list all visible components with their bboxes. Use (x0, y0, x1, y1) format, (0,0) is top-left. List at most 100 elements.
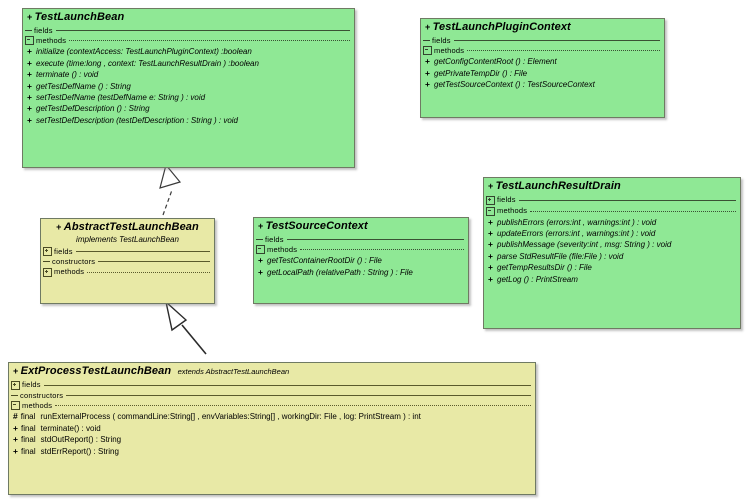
methods-compartment-header[interactable]: methods (254, 244, 468, 255)
method-signature: runExternalProcess ( commandLine:String[… (40, 412, 421, 422)
method-row[interactable]: +getPrivateTempDir () : File (421, 68, 664, 79)
method-signature: getTestDefDescription () : String (36, 104, 150, 114)
method-signature: setTestDefDescription (testDefDescriptio… (36, 115, 239, 125)
class-box-testlaunchresultdrain[interactable]: + TestLaunchResultDrain fields methods +… (483, 177, 741, 329)
fields-compartment-header[interactable]: fields (41, 246, 214, 257)
class-visibility: + (13, 366, 19, 376)
fields-compartment-header[interactable]: fields (484, 195, 740, 206)
method-row[interactable]: +updateErrors (errors:int , warnings:int… (484, 228, 740, 239)
method-signature: updateErrors (errors:int , warnings:int … (497, 228, 656, 238)
collapse-dash-icon[interactable] (11, 392, 18, 399)
class-box-abstracttestlaunchbean[interactable]: + AbstractTestLaunchBean implements Test… (40, 218, 215, 304)
method-signature: getTestSourceContext () : TestSourceCont… (434, 80, 595, 90)
method-row[interactable]: + getTempResultsDir () : File (484, 262, 740, 273)
collapse-dash-icon[interactable] (256, 236, 263, 243)
fields-compartment-header[interactable]: fields (254, 235, 468, 245)
methods-compartment-header[interactable]: methods (484, 206, 740, 217)
class-box-extprocesstestlaunchbean[interactable]: + ExtProcessTestLaunchBean extends Abstr… (8, 362, 536, 495)
fields-label: fields (22, 380, 41, 390)
methods-compartment-header[interactable]: methods (421, 45, 664, 56)
methods-compartment-header[interactable]: methods (9, 400, 535, 411)
method-signature: getLog () : PrintStream (497, 274, 578, 284)
method-visibility: + (27, 114, 32, 125)
method-row[interactable]: +execute (time:long , context: TestLaunc… (23, 58, 354, 69)
method-row[interactable]: + getTestDefName () : String (23, 81, 354, 92)
method-signature: getTestDefName () : String (36, 81, 131, 91)
expand-plus-icon[interactable] (43, 246, 52, 256)
fields-compartment-header[interactable]: fields (23, 26, 354, 36)
collapse-dash-icon[interactable] (43, 258, 50, 265)
constructors-label: constructors (20, 390, 64, 400)
collapse-dash-icon[interactable] (423, 37, 430, 44)
fields-compartment-header[interactable]: fields (9, 380, 535, 391)
methods-compartment-header[interactable]: methods (41, 267, 214, 278)
method-row[interactable]: +setTestDefName (testDefName e: String )… (23, 92, 354, 103)
method-signature: setTestDefName (testDefName e: String ) … (36, 92, 206, 102)
expand-plus-icon[interactable] (43, 267, 52, 277)
expand-plus-icon[interactable] (11, 380, 20, 390)
method-signature: getTempResultsDir () : File (497, 263, 592, 273)
collapse-minus-icon[interactable] (423, 46, 432, 56)
method-visibility: + (488, 262, 493, 273)
divider (66, 394, 531, 396)
method-row[interactable]: +getLog () : PrintStream (484, 274, 740, 285)
collapse-dash-icon[interactable] (25, 27, 32, 34)
expand-plus-icon[interactable] (486, 195, 495, 205)
divider (467, 50, 660, 52)
method-visibility: + (13, 445, 18, 456)
class-name: TestLaunchBean (34, 11, 125, 23)
method-row[interactable]: +getConfigContentRoot () : Element (421, 56, 664, 67)
method-visibility: + (27, 69, 32, 80)
collapse-minus-icon[interactable] (25, 36, 34, 46)
method-row[interactable]: + getTestDefDescription () : String (23, 103, 354, 114)
method-visibility: + (488, 250, 493, 261)
methods-label: methods (36, 35, 67, 45)
method-row[interactable]: +getTestSourceContext () : TestSourceCon… (421, 79, 664, 90)
method-signature: publishErrors (errors:int , warnings:int… (497, 217, 657, 227)
method-row[interactable]: +publishErrors (errors:int , warnings:in… (484, 217, 740, 228)
method-row[interactable]: + setTestDefDescription (testDefDescripti… (23, 115, 354, 126)
methods-compartment-header[interactable]: methods (23, 35, 354, 46)
class-title: + TestLaunchBean (23, 9, 354, 26)
method-modifier: final (20, 435, 36, 445)
constructors-compartment-header[interactable]: constructors (9, 391, 535, 401)
method-signature: getConfigContentRoot () : Element (434, 57, 557, 67)
collapse-minus-icon[interactable] (486, 206, 495, 216)
divider (75, 250, 210, 252)
class-box-testsourcecontext[interactable]: + TestSourceContext fields methods +getT… (253, 217, 469, 304)
divider (518, 199, 736, 201)
fields-label: fields (265, 234, 284, 244)
method-visibility: + (27, 103, 32, 114)
fields-compartment-header[interactable]: fields (421, 36, 664, 46)
method-row[interactable]: +getLocalPath (relativePath : String ) :… (254, 267, 468, 278)
methods-label: methods (54, 267, 85, 277)
method-row[interactable]: +final stdErrReport() : String (9, 446, 535, 457)
method-row[interactable]: +parse StdResultFile (file:File ) : void (484, 251, 740, 262)
fields-label: fields (54, 246, 73, 256)
method-row[interactable]: +publishMessage (severity:int , msg: Str… (484, 239, 740, 250)
method-row[interactable]: +terminate () : void (23, 69, 354, 80)
methods-label: methods (434, 45, 465, 55)
method-signature: getPrivateTempDir () : File (434, 68, 528, 78)
collapse-minus-icon[interactable] (256, 245, 265, 255)
method-row[interactable]: +getTestContainerRootDir () : File (254, 255, 468, 266)
divider (286, 238, 464, 240)
method-row[interactable]: +initialize (contextAccess: TestLaunchPl… (23, 46, 354, 57)
divider (55, 405, 531, 407)
method-visibility: + (258, 255, 263, 266)
class-box-testlaunchbean[interactable]: + TestLaunchBean fields methods +initial… (22, 8, 355, 168)
class-box-testlaunchplugincontext[interactable]: + TestLaunchPluginContext fields methods… (420, 18, 665, 118)
method-visibility: + (258, 266, 263, 277)
relation-realization-abstract-to-testlaunchbean (159, 163, 182, 216)
constructors-compartment-header[interactable]: constructors (41, 257, 214, 267)
method-signature: stdErrReport() : String (40, 446, 119, 456)
method-modifier: final (20, 446, 36, 456)
method-visibility: + (27, 80, 32, 91)
fields-label: fields (34, 25, 53, 35)
collapse-minus-icon[interactable] (11, 401, 20, 411)
method-visibility: # (13, 411, 18, 422)
class-visibility: + (27, 12, 33, 22)
